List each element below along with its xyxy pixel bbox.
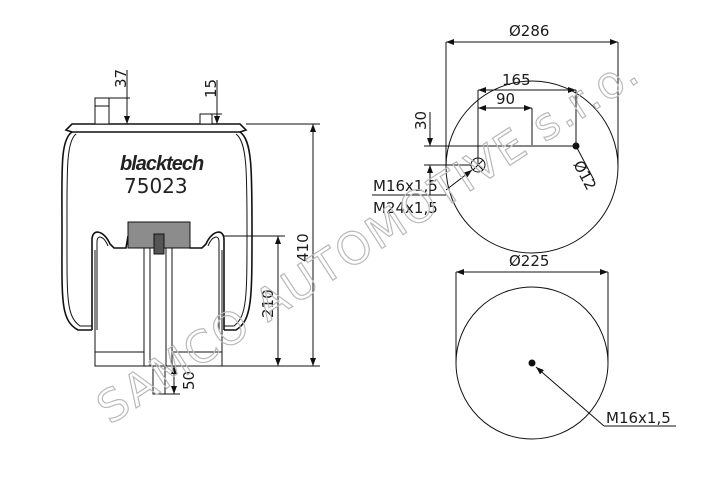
top-plate bbox=[64, 123, 248, 133]
dim-bottom-diameter: Ø225 bbox=[509, 252, 549, 270]
bellows-outer bbox=[61, 131, 253, 331]
bottom-stud bbox=[152, 365, 166, 395]
dim-piston-height: 210 bbox=[224, 235, 285, 366]
label-bottom-thread: M16x1,5 bbox=[606, 409, 671, 427]
bottom-stud-hole bbox=[528, 359, 536, 367]
bellows-inner bbox=[66, 133, 248, 327]
side-view: blacktech 75023 37 15 410 210 bbox=[61, 69, 320, 395]
dim-total-height: 410 bbox=[222, 123, 320, 367]
dim-hole-diameter: Ø12 bbox=[569, 157, 599, 193]
top-pin bbox=[199, 113, 213, 125]
brand-logo: blacktech bbox=[120, 153, 204, 175]
piston-fold-inner bbox=[96, 236, 220, 330]
dim-top-stud: 37 bbox=[109, 69, 130, 124]
center-stud bbox=[143, 247, 173, 367]
top-stud bbox=[94, 97, 110, 125]
svg-text:15: 15 bbox=[202, 79, 220, 98]
stud-head bbox=[153, 233, 165, 255]
svg-text:210: 210 bbox=[259, 289, 277, 318]
dim-pin-offset: 90 bbox=[496, 90, 515, 108]
label-top-thread-2: M24x1,5 bbox=[373, 199, 438, 217]
dim-top-pin: 15 bbox=[202, 79, 222, 124]
label-top-thread-1: M16x1,5 bbox=[373, 177, 438, 195]
svg-text:410: 410 bbox=[294, 233, 312, 262]
dim-stud-offset: 165 bbox=[502, 71, 531, 89]
svg-text:50: 50 bbox=[180, 371, 198, 390]
dim-bottom-stud: 50 bbox=[165, 366, 198, 395]
piston-fold bbox=[91, 231, 225, 330]
part-number: 75023 bbox=[124, 174, 188, 198]
dim-vertical-offset: 30 bbox=[412, 111, 430, 130]
dim-top-diameter: Ø286 bbox=[509, 22, 549, 40]
bottom-view: Ø225 M16x1,5 bbox=[455, 252, 676, 440]
svg-text:37: 37 bbox=[112, 69, 130, 88]
